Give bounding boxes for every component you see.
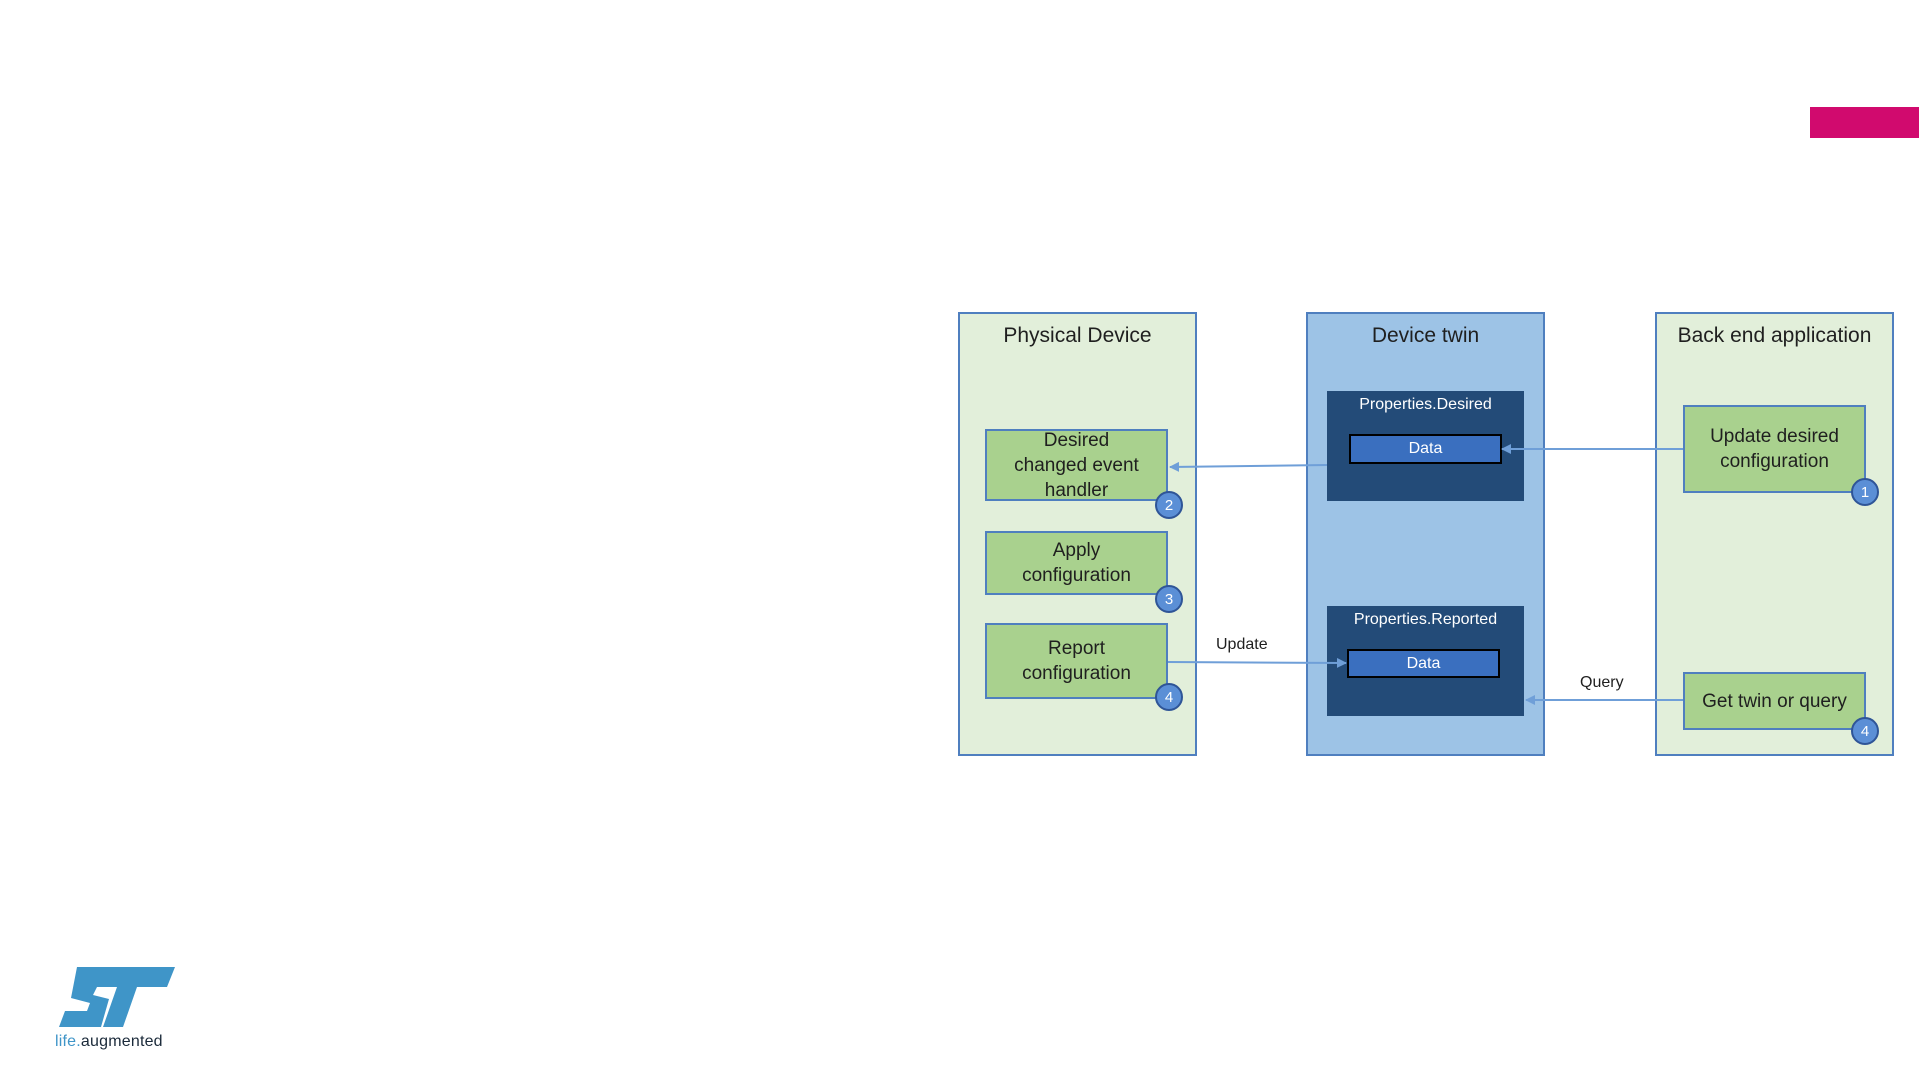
edge-label-query: Query	[1580, 674, 1624, 692]
tagline-augmented: augmented	[81, 1033, 163, 1050]
step-badge-4-query: 4	[1851, 717, 1879, 745]
step-badge-1: 1	[1851, 478, 1879, 506]
arrow-report-to-reported-data	[1168, 662, 1346, 663]
st-logo-shape	[59, 967, 175, 1027]
step-badge-3: 3	[1155, 585, 1183, 613]
step-badge-2: 2	[1155, 491, 1183, 519]
edge-label-update: Update	[1216, 636, 1268, 654]
life-augmented-tagline: life.augmented	[55, 1033, 163, 1051]
step-badge-4-report: 4	[1155, 683, 1183, 711]
tagline-life: life	[55, 1033, 76, 1050]
arrow-desired-data-to-handler	[1170, 465, 1327, 467]
